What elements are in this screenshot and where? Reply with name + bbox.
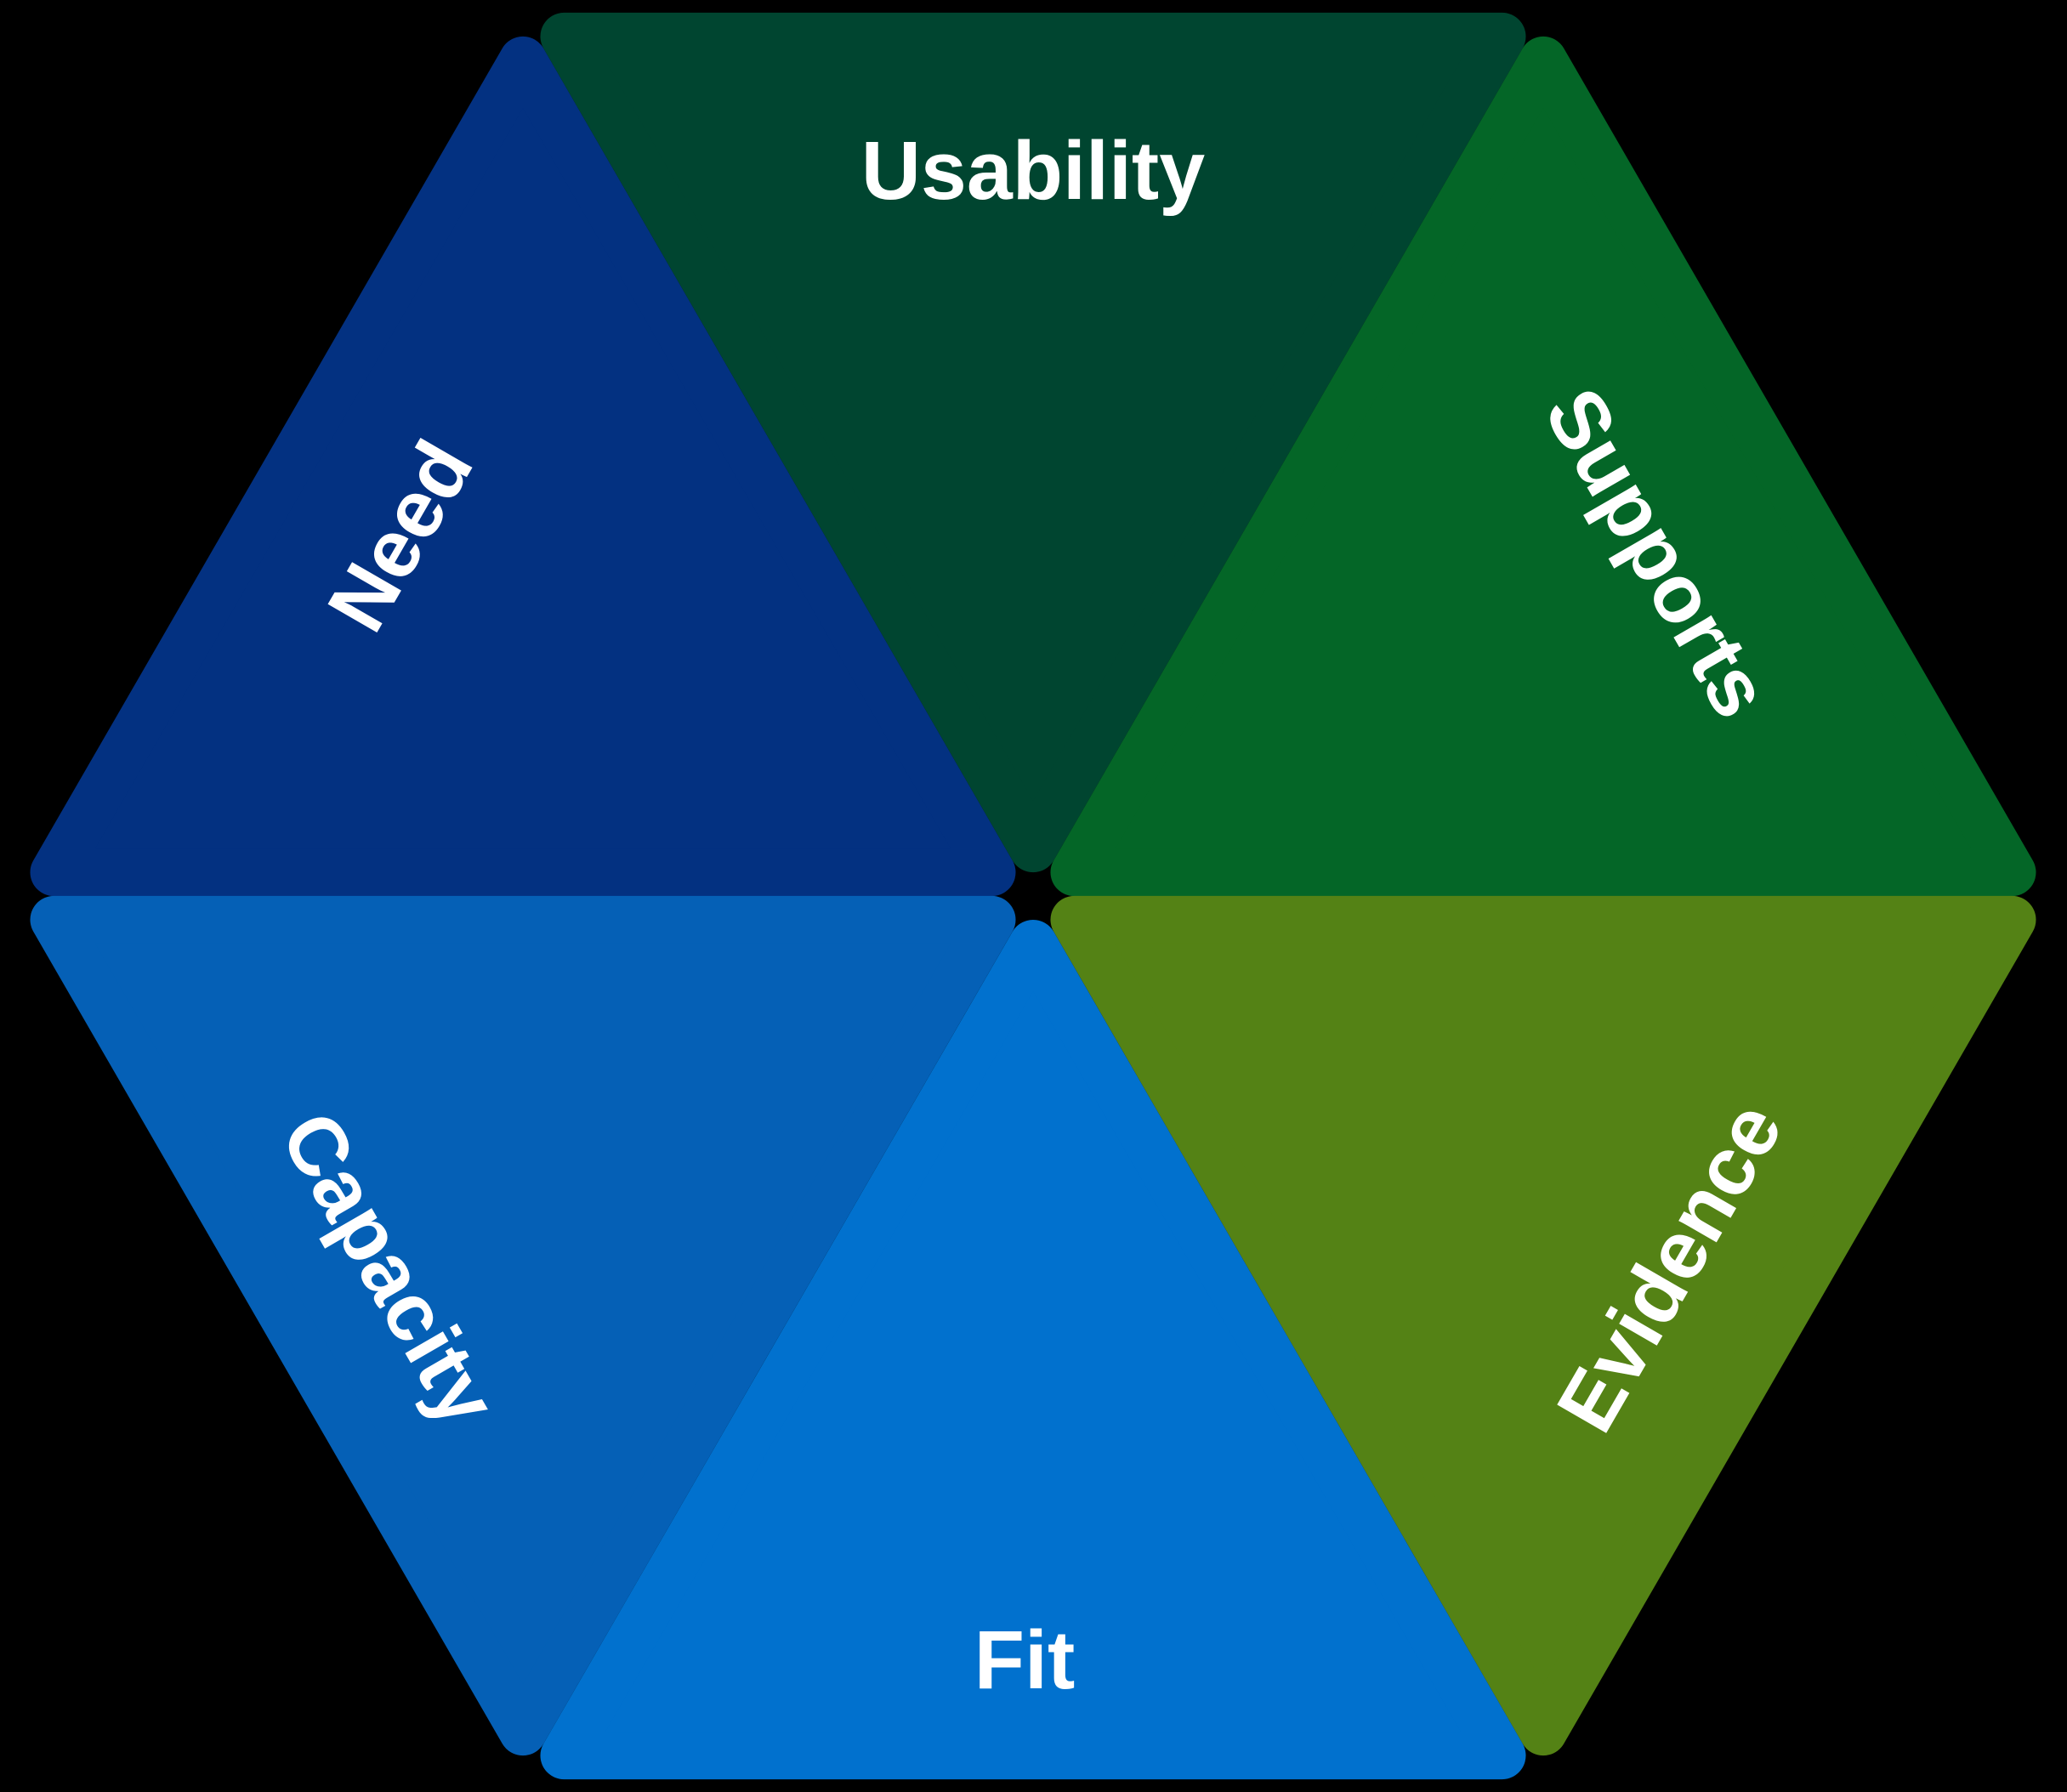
segment-capacity	[30, 895, 1016, 1756]
segment-label-fit: Fit	[974, 1613, 1076, 1706]
segment-need	[30, 36, 1016, 897]
segment-label-usability: Usability	[861, 124, 1205, 217]
segment-fit	[540, 920, 1526, 1780]
segment-supports	[1050, 36, 2036, 897]
segment-evidence	[1050, 895, 2036, 1756]
segment-usability	[540, 12, 1526, 873]
